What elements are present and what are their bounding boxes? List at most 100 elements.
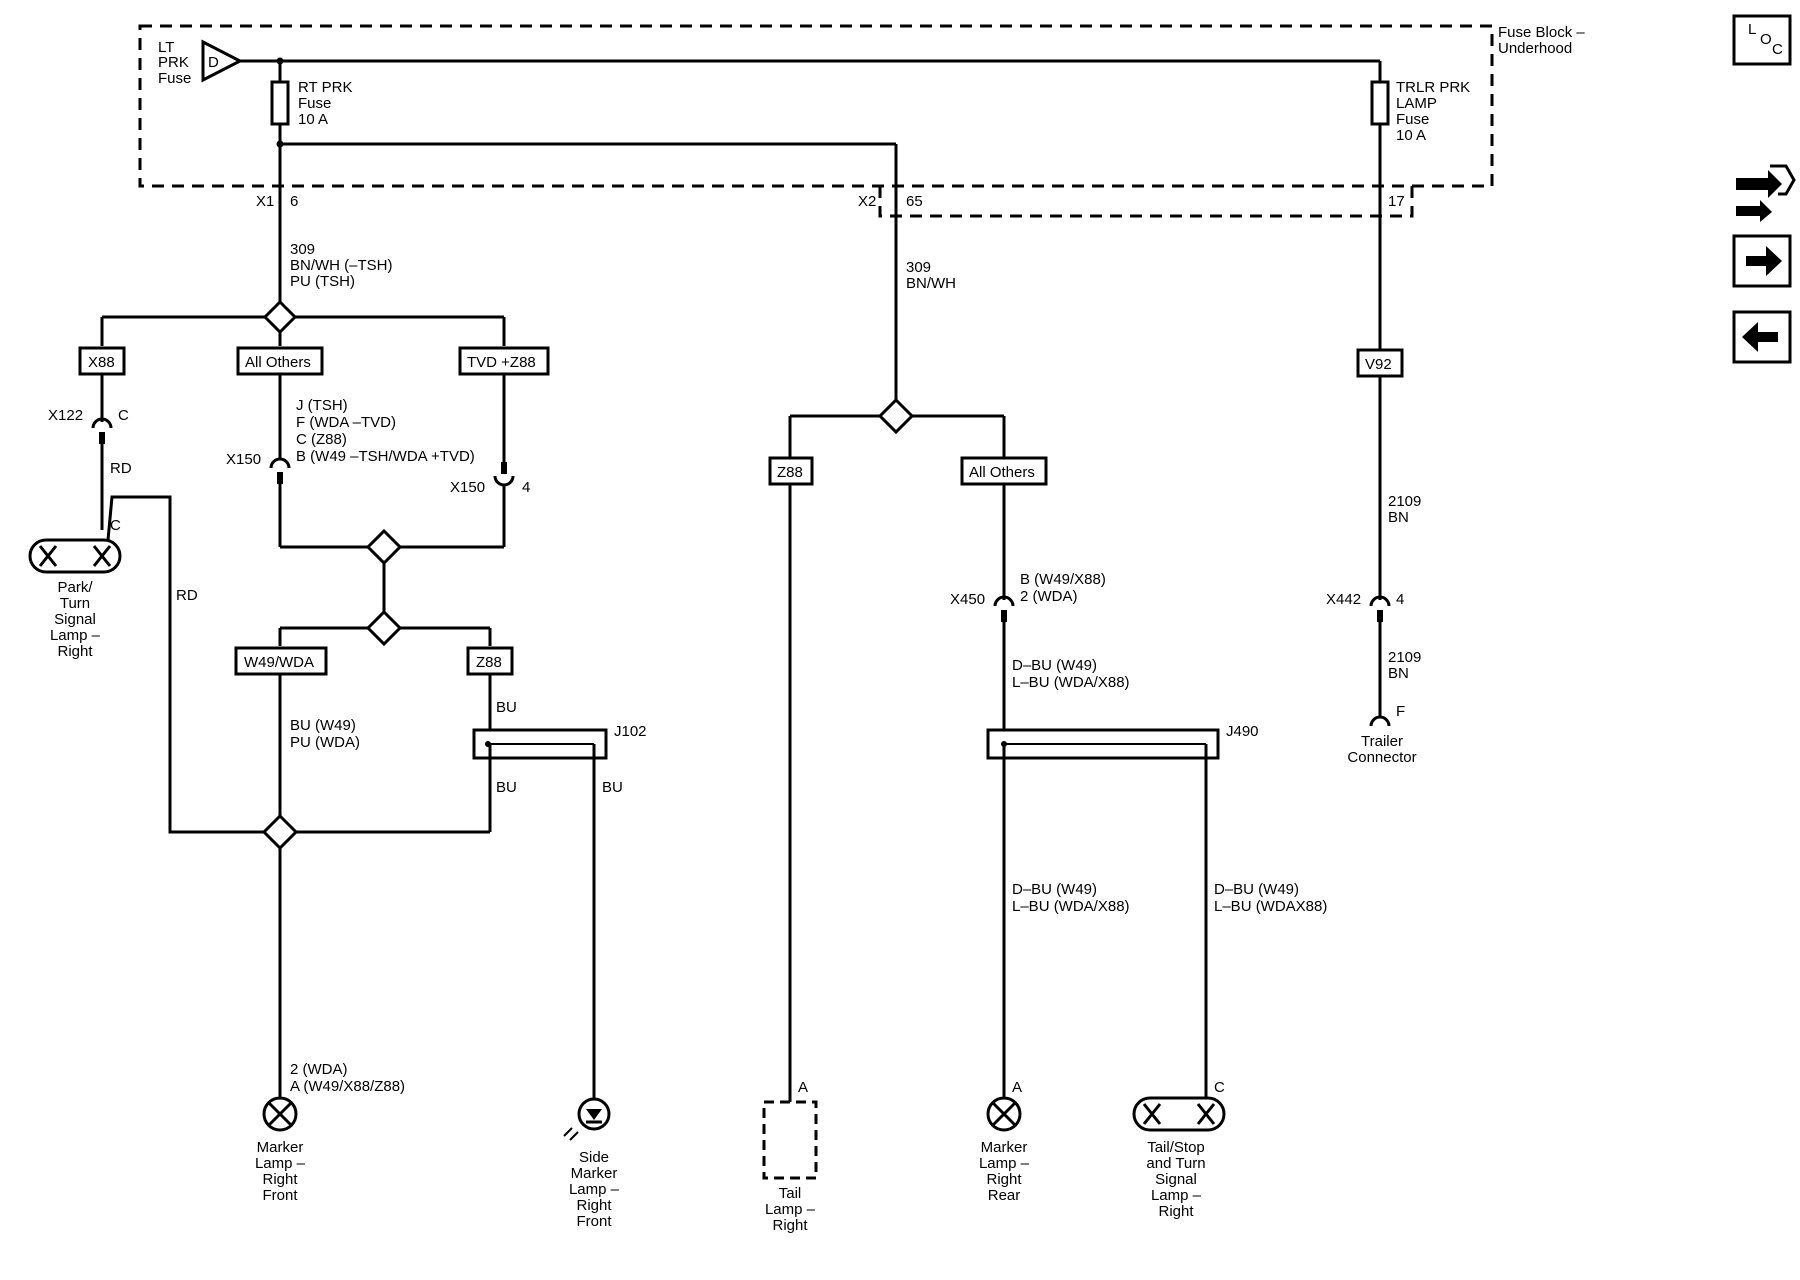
option-w49-wda: W49/WDA — [234, 646, 328, 676]
left-branching — [100, 299, 506, 346]
x150-pin-1: J (TSH) — [296, 397, 348, 414]
mid-wire-2: BN/WH — [906, 275, 956, 292]
x1-pin: 6 — [290, 193, 298, 210]
bu-right: BU — [602, 779, 623, 796]
park-turn-lamp-icon — [28, 538, 122, 574]
marker-rear-lamp-icon — [986, 1096, 1022, 1132]
rt-prk-fuse-icon — [270, 80, 290, 126]
trailer-wire-2: BN — [1388, 509, 1409, 526]
x450-pin-1: B (W49/X88) — [1020, 571, 1106, 588]
x150-pin-3: C (Z88) — [296, 431, 347, 448]
x450-wire-2: L–BU (WDA/X88) — [1012, 674, 1130, 691]
tail-stop-wire-2: L–BU (WDAX88) — [1214, 898, 1327, 915]
svg-text:TVD +Z88: TVD +Z88 — [467, 354, 536, 371]
tail-lamp-label-2: Lamp – — [765, 1201, 816, 1218]
trailer-wire-4: BN — [1388, 665, 1409, 682]
tail-stop-wire-1: D–BU (W49) — [1214, 881, 1299, 898]
feed-triangle-icon — [201, 39, 244, 83]
marker-rear-label-3: Right — [986, 1171, 1022, 1188]
bu-top: BU — [496, 699, 517, 716]
source-line-1: LT — [158, 39, 174, 56]
option-x88: X88 — [78, 346, 126, 376]
option-z88-left: Z88 — [466, 646, 514, 676]
svg-text:Z88: Z88 — [777, 464, 803, 481]
marker-front-label-4: Front — [262, 1187, 298, 1204]
tail-lamp-label-3: Right — [772, 1217, 808, 1234]
w49-wire-1: BU (W49) — [290, 717, 356, 734]
svg-text:L: L — [1748, 21, 1756, 38]
svg-text:O: O — [1760, 31, 1772, 48]
x122-connector-icon — [91, 417, 113, 429]
trlr-prk-fuse-icon — [1370, 80, 1390, 126]
park-turn-label-3: Signal — [54, 611, 96, 628]
x450-connector-icon — [993, 595, 1015, 607]
trailer-label-2: Connector — [1347, 749, 1416, 766]
rt-prk-fuse-1: RT PRK — [298, 79, 352, 96]
x150-left-connector-icon — [269, 457, 291, 469]
x1-label: X1 — [256, 193, 274, 210]
rd-upper: RD — [110, 460, 132, 477]
x150-pin-2: F (WDA –TVD) — [296, 414, 396, 431]
side-marker-label-3: Lamp – — [569, 1181, 620, 1198]
x150-right-label: X150 — [450, 479, 485, 496]
svg-text:All Others: All Others — [245, 354, 311, 371]
x450-wire-1: D–BU (W49) — [1012, 657, 1097, 674]
option-tvd-z88: TVD +Z88 — [458, 346, 550, 376]
source-letter: D — [208, 54, 219, 71]
loc-icon[interactable]: L O C — [1732, 14, 1792, 66]
marker-rear-label-1: Marker — [981, 1139, 1028, 1156]
x122-label: X122 — [48, 407, 83, 424]
x150-left-label: X150 — [226, 451, 261, 468]
option-v92: V92 — [1356, 348, 1404, 378]
x2-pin: 65 — [906, 193, 923, 210]
park-turn-label-4: Lamp – — [50, 627, 101, 644]
x150-right-connector-icon — [493, 475, 515, 487]
x150-right-pin: 4 — [522, 479, 530, 496]
park-turn-label-1: Park/ — [57, 579, 93, 596]
svg-text:X88: X88 — [88, 354, 115, 371]
side-marker-label-1: Side — [579, 1149, 609, 1166]
x450-pin-2: 2 (WDA) — [1020, 588, 1078, 605]
svg-text:V92: V92 — [1365, 356, 1392, 373]
rear-marker-wire-2: L–BU (WDA/X88) — [1012, 898, 1130, 915]
x442-label: X442 — [1326, 591, 1361, 608]
option-z88-mid: Z88 — [768, 456, 814, 486]
previous-arrow-icon[interactable] — [1732, 310, 1792, 364]
tail-stop-pin: C — [1214, 1079, 1225, 1096]
side-marker-label-5: Front — [576, 1213, 612, 1230]
source-line-3: Fuse — [158, 70, 191, 87]
option-all-others-mid: All Others — [960, 456, 1048, 486]
trailer-label-1: Trailer — [1361, 733, 1403, 750]
splice-diamond-icon — [261, 813, 299, 851]
tail-lamp-pin: A — [798, 1079, 808, 1096]
rd-lower: RD — [176, 587, 198, 604]
svg-text:Z88: Z88 — [476, 654, 502, 671]
tail-stop-label-2: and Turn — [1146, 1155, 1205, 1172]
trlr-prk-fuse-1: TRLR PRK — [1396, 79, 1470, 96]
connector-views-icon[interactable] — [1736, 164, 1796, 222]
tail-lamp-label-1: Tail — [779, 1185, 802, 1202]
trailer-wire-1: 2109 — [1388, 493, 1421, 510]
x450-label: X450 — [950, 591, 985, 608]
fuse-block-title-1: Fuse Block – — [1498, 24, 1585, 41]
lt-prk-source: LT PRK Fuse D — [158, 39, 244, 87]
side-marker-led-icon — [563, 1097, 611, 1141]
splice-diamond-icon — [365, 528, 403, 566]
next-arrow-icon[interactable] — [1732, 234, 1792, 288]
w49-wire-2: PU (WDA) — [290, 734, 360, 751]
park-turn-pin: C — [110, 517, 121, 534]
trailer-wire-3: 2109 — [1388, 649, 1421, 666]
side-marker-label-2: Marker — [571, 1165, 618, 1182]
left-wire-2: BN/WH (–TSH) — [290, 257, 393, 274]
x442-pin: 4 — [1396, 591, 1404, 608]
x150-pin-4: B (W49 –TSH/WDA +TVD) — [296, 448, 475, 465]
fuse-block-title-2: Underhood — [1498, 40, 1572, 57]
bus-wiring — [240, 57, 1390, 400]
trailer-connector-icon — [1369, 715, 1391, 727]
left-wire-1: 309 — [290, 241, 315, 258]
j102-label: J102 — [614, 723, 647, 740]
marker-rear-pin: A — [1012, 1079, 1022, 1096]
trailer-pin: F — [1396, 703, 1405, 720]
rear-marker-wire-1: D–BU (W49) — [1012, 881, 1097, 898]
